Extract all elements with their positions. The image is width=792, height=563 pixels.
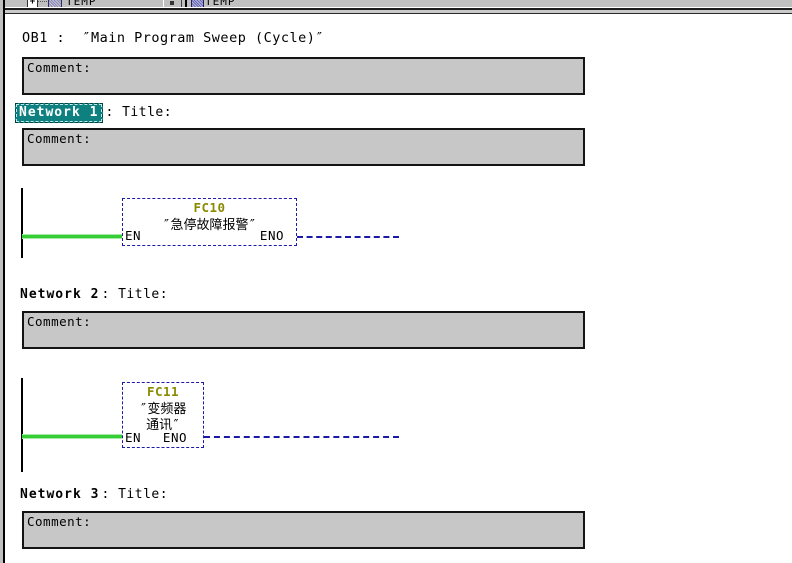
network-1-header: Network 1: Title: — [15, 103, 173, 123]
wire-en-network-1[interactable] — [22, 234, 123, 239]
tree-expand-icon[interactable]: + — [27, 0, 38, 7]
network-1-comment-box[interactable]: Comment: — [22, 128, 585, 166]
fc11-block-name-line2: 通讯″ — [146, 418, 180, 433]
declaration-table-strip: + TEMP TEMP — [5, 0, 792, 7]
fc10-call-block[interactable]: FC10 ″急停故障报警″ EN ENO — [122, 198, 297, 246]
fc10-en-pin[interactable]: EN — [125, 228, 142, 243]
window-left-border — [3, 0, 5, 563]
decl-column-item-temp[interactable]: TEMP — [205, 0, 236, 7]
network-2-name[interactable]: Network 2 — [20, 287, 100, 302]
network-3-header: Network 3: Title: — [20, 487, 168, 502]
strip-separator-gray — [5, 10, 792, 13]
fc11-call-block[interactable]: FC11 ″变频器 通讯″ EN ENO — [122, 382, 204, 448]
network-3-name[interactable]: Network 3 — [20, 487, 100, 502]
strip-separator-highlight — [5, 7, 792, 8]
wire-en-network-2[interactable] — [22, 434, 123, 439]
fc10-block-number: FC10 — [193, 200, 226, 215]
window-left-edge — [0, 0, 3, 563]
variable-type-icon — [191, 0, 204, 7]
wire-eno-open-network-2[interactable] — [204, 436, 399, 438]
ob1-comment-box[interactable]: Comment: — [22, 57, 585, 95]
network-1-name-selected[interactable]: Network 1 — [15, 103, 104, 123]
pane-divider — [185, 0, 187, 7]
declaration-folder-icon — [48, 0, 62, 7]
fc11-en-pin[interactable]: EN — [125, 430, 142, 445]
fc10-block-name: ″急停故障报警″ — [162, 218, 257, 233]
decl-tree-item-temp[interactable]: TEMP — [66, 0, 97, 7]
fc11-block-name-line1: ″变频器 — [139, 402, 187, 417]
strip-separator-bottom — [5, 13, 792, 14]
fc11-eno-pin[interactable]: ENO — [162, 430, 187, 445]
block-title-ob1[interactable]: OB1 : ″Main Program Sweep (Cycle)″ — [22, 30, 324, 46]
scrollbar-button[interactable] — [163, 0, 182, 7]
tree-connector-line — [38, 1, 47, 2]
wire-eno-open-network-1[interactable] — [297, 236, 399, 238]
fc11-block-number: FC11 — [146, 384, 180, 399]
power-rail-network-1 — [21, 188, 23, 258]
fc10-eno-pin[interactable]: ENO — [259, 228, 284, 243]
network-2-title-label[interactable]: : Title: — [101, 287, 169, 302]
network-2-comment-box[interactable]: Comment: — [22, 311, 585, 349]
network-1-title-label[interactable]: : Title: — [105, 105, 173, 120]
network-3-title-label[interactable]: : Title: — [101, 487, 169, 502]
strip-separator-dark — [5, 8, 792, 10]
network-3-comment-box[interactable]: Comment: — [22, 511, 585, 549]
network-2-header: Network 2: Title: — [20, 287, 168, 302]
power-rail-network-2 — [21, 378, 23, 472]
